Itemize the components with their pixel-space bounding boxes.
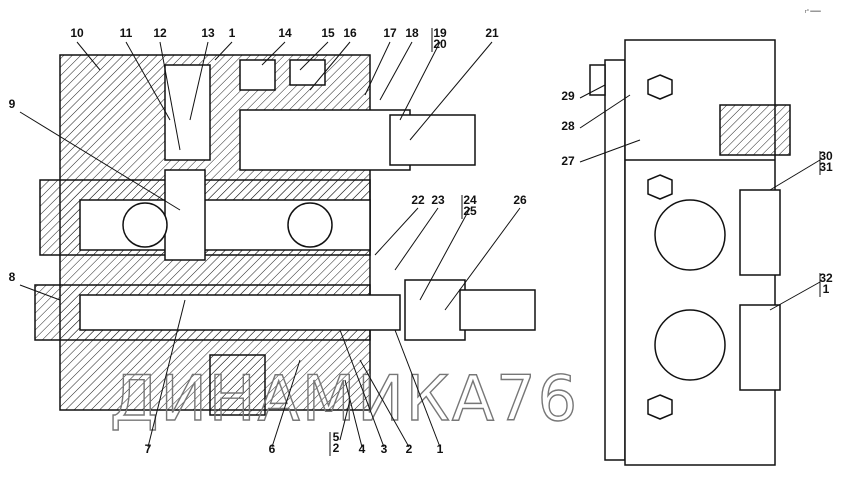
callout-16: 16 <box>343 26 357 40</box>
callout-3: 3 <box>381 442 388 456</box>
leader-line <box>344 379 363 448</box>
leader-line <box>76 41 101 71</box>
leader-line <box>399 41 441 121</box>
leader-line <box>579 94 631 129</box>
side-view <box>589 39 791 466</box>
leader-line <box>261 41 286 66</box>
callout-15: 15 <box>321 26 335 40</box>
leader-line <box>379 41 413 101</box>
callout-23: 23 <box>431 193 445 207</box>
leader-line <box>299 41 329 71</box>
callout-28: 28 <box>561 119 575 133</box>
callout-24: 24 <box>463 193 477 207</box>
leader-line <box>214 41 233 61</box>
callout-1: 1 <box>823 282 830 296</box>
callout-8: 8 <box>9 270 16 284</box>
callout-32: 32 <box>819 271 833 285</box>
leader-line <box>419 207 471 301</box>
callout-27: 27 <box>561 154 575 168</box>
leader-line <box>309 41 351 91</box>
leader-line <box>579 84 606 99</box>
callout-10: 10 <box>70 26 84 40</box>
callout-13: 13 <box>201 26 215 40</box>
callout-31: 31 <box>819 160 833 174</box>
callout-14: 14 <box>278 26 292 40</box>
callout-26: 26 <box>513 193 527 207</box>
callout-30: 30 <box>819 149 833 163</box>
callout-29: 29 <box>561 89 575 103</box>
callout-25: 25 <box>463 204 477 218</box>
callout-9: 9 <box>9 97 16 111</box>
callout-22: 22 <box>411 193 425 207</box>
leader-line <box>125 41 171 121</box>
callout-20: 20 <box>433 37 447 51</box>
leader-line <box>364 41 391 96</box>
leader-line <box>579 139 641 163</box>
callout-11: 11 <box>120 26 133 40</box>
leader-line <box>271 359 301 448</box>
leader-line <box>394 207 439 271</box>
callout-4: 4 <box>359 442 366 456</box>
callout-5: 5 <box>333 430 340 444</box>
leader-line <box>189 41 209 121</box>
leader-line <box>147 299 186 448</box>
callout-12: 12 <box>153 26 167 40</box>
callout-18: 18 <box>405 26 419 40</box>
leader-line <box>19 284 61 301</box>
callout-2: 2 <box>333 441 340 455</box>
leader-line <box>19 111 181 211</box>
leader-line <box>394 329 441 448</box>
callout-7: 7 <box>145 442 152 456</box>
callout-1: 1 <box>437 442 444 456</box>
corner-mark: г° ═══ <box>805 9 821 15</box>
leader-line <box>444 207 521 311</box>
leader-line <box>359 359 410 448</box>
leader-line <box>339 399 351 441</box>
callout-21: 21 <box>485 26 499 40</box>
callout-2: 2 <box>406 442 413 456</box>
leader-line <box>374 207 419 256</box>
leader-line <box>159 41 181 151</box>
leader-line <box>339 329 385 448</box>
leader-line <box>769 281 821 311</box>
watermark: ДИНАМИКА76 <box>110 362 579 435</box>
section-view <box>34 54 536 416</box>
callout-1: 1 <box>229 26 236 40</box>
callout-19: 19 <box>433 26 447 40</box>
leader-line <box>409 41 493 141</box>
callout-6: 6 <box>269 442 276 456</box>
callout-17: 17 <box>383 26 397 40</box>
leader-line <box>769 159 821 191</box>
